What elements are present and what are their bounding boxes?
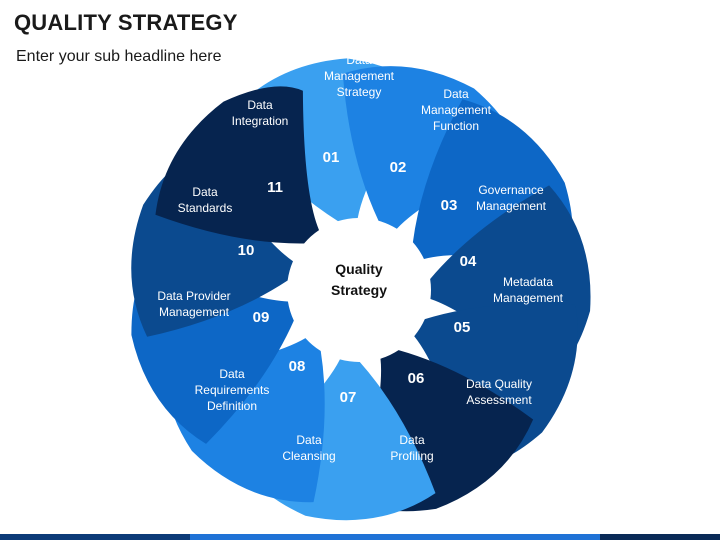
segment-label-04: Management [493, 291, 564, 305]
segment-label-02: Data [443, 87, 469, 101]
center-label: Quality Strategy [331, 261, 387, 298]
segment-label-02: Function [433, 119, 479, 133]
segment-label-02: Management [421, 103, 492, 117]
svg-text:Quality: Quality [335, 261, 383, 277]
segment-label-01: Data [346, 53, 372, 67]
bottom-accent-bar [0, 534, 720, 540]
segment-number-08: 08 [289, 358, 306, 375]
segment-number-06: 06 [408, 370, 425, 387]
segment-label-09: Data Provider [157, 289, 230, 303]
segment-label-05: Data Quality [466, 377, 532, 391]
bottom-bar-segment [600, 534, 720, 540]
segment-label-05: Assessment [466, 393, 532, 407]
segment-label-03: Management [476, 199, 547, 213]
page-subtitle: Enter your sub headline here [16, 48, 222, 65]
center-disc [289, 220, 429, 360]
label-group: DataManagementStrategy01DataManagementFu… [157, 53, 563, 463]
segment-label-09: Management [159, 305, 230, 319]
petal-group [131, 58, 591, 521]
segment-label-11: Data [247, 98, 273, 112]
petal-05 [414, 303, 578, 466]
segment-number-05: 05 [454, 319, 471, 336]
segment-number-02: 02 [390, 159, 407, 176]
segment-label-03: Governance [478, 183, 544, 197]
segment-label-07: Cleansing [282, 449, 335, 463]
segment-label-10: Standards [178, 201, 233, 215]
segment-number-09: 09 [253, 309, 270, 326]
segment-label-01: Strategy [337, 85, 382, 99]
segment-label-10: Data [192, 185, 218, 199]
segment-number-01: 01 [323, 149, 340, 166]
svg-text:Strategy: Strategy [331, 282, 387, 298]
segment-label-08: Data [219, 367, 245, 381]
segment-label-01: Management [324, 69, 395, 83]
bottom-bar-segment [190, 534, 600, 540]
petal-11 [155, 86, 320, 244]
segment-label-04: Metadata [503, 275, 553, 289]
segment-number-10: 10 [238, 242, 255, 259]
segment-number-07: 07 [340, 389, 357, 406]
segment-number-04: 04 [460, 253, 477, 270]
page-title: QUALITY STRATEGY [14, 10, 238, 35]
segment-label-08: Requirements [195, 383, 270, 397]
bottom-bar-segment [0, 534, 190, 540]
segment-label-06: Data [399, 433, 425, 447]
segment-number-11: 11 [267, 179, 283, 196]
segment-label-07: Data [296, 433, 322, 447]
segment-label-11: Integration [232, 114, 289, 128]
segment-label-06: Profiling [390, 449, 433, 463]
segment-number-03: 03 [441, 197, 458, 214]
segment-label-08: Definition [207, 399, 257, 413]
